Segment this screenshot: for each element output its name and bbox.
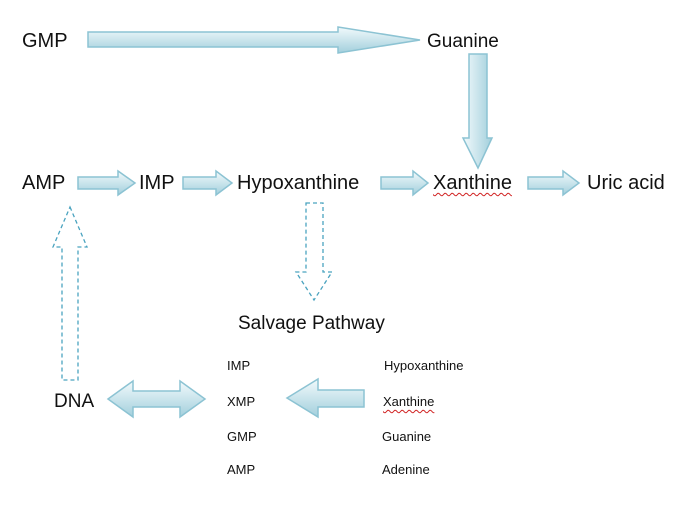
dashed-arrow-hypoxanthine-to-salvage [294, 202, 334, 302]
salvage-nucleotide-imp: IMP [227, 358, 251, 373]
salvage-base-guanine: Guanine [382, 429, 432, 444]
node-xanthine: Xanthine [433, 172, 512, 194]
arrow-imp-to-hypoxanthine [182, 169, 234, 197]
node-hypoxanthine: Hypoxanthine [237, 172, 360, 194]
arrow-guanine-to-xanthine [461, 53, 494, 170]
double-arrow-dna-xmp [106, 379, 207, 419]
arrow-hypoxanthine-to-xanthine [380, 169, 430, 197]
salvage-title: Salvage Pathway [238, 313, 385, 334]
arrow-amp-to-imp [77, 169, 137, 197]
dashed-arrow-dna-to-amp [52, 205, 88, 381]
node-gmp: GMP [22, 30, 68, 52]
salvage-base-xanthine: Xanthine [383, 394, 435, 409]
arrow-bases-to-nucleotides [285, 377, 365, 419]
arrow-xanthine-to-uric-acid [527, 169, 581, 197]
salvage-nucleotide-gmp: GMP [227, 429, 257, 444]
salvage-base-hypoxanthine: Hypoxanthine [384, 358, 464, 373]
salvage-base-adenine: Adenine [382, 462, 430, 477]
arrow-gmp-to-guanine [87, 26, 421, 54]
node-uric-acid: Uric acid [587, 172, 665, 194]
salvage-nucleotide-amp: AMP [227, 462, 256, 477]
node-imp: IMP [139, 172, 175, 194]
node-guanine: Guanine [427, 31, 499, 52]
node-amp: AMP [22, 172, 66, 194]
node-dna: DNA [54, 391, 95, 412]
salvage-nucleotide-xmp: XMP [227, 394, 256, 409]
